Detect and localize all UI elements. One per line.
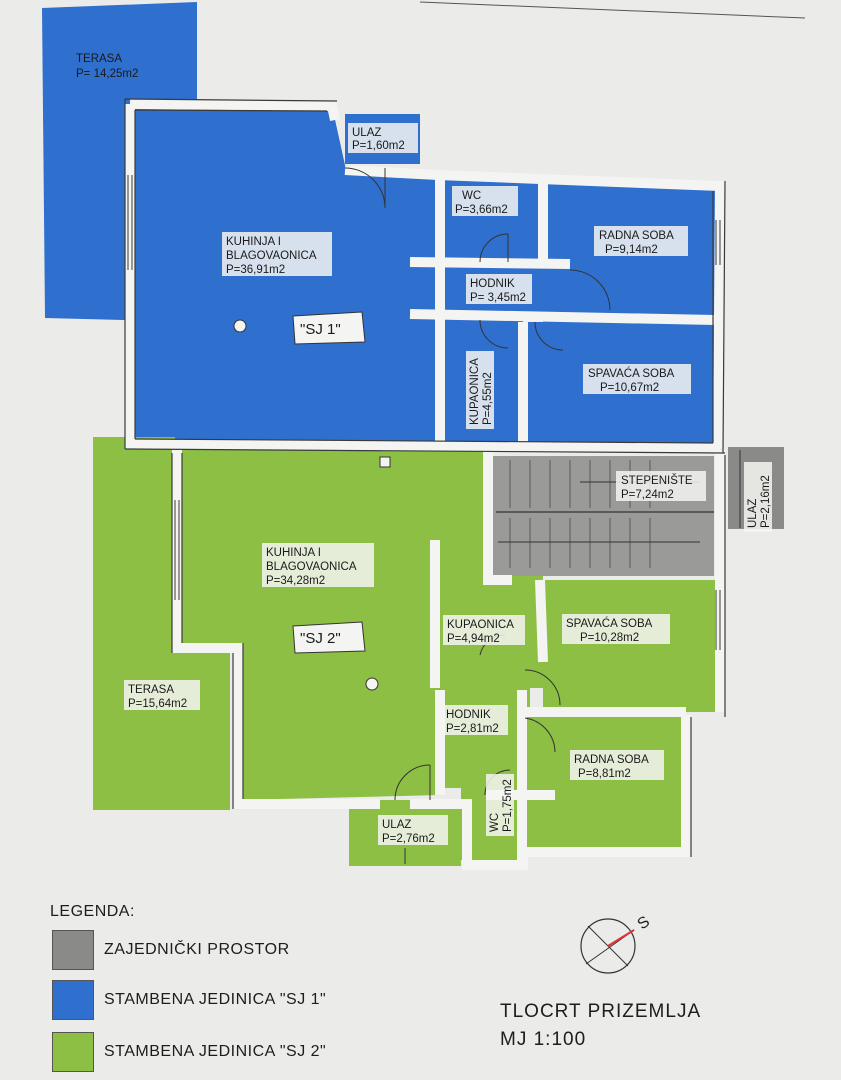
light-fixture-2 bbox=[365, 677, 379, 691]
sj1-wc-label: WC bbox=[462, 190, 481, 202]
legend-label-common: ZAJEDNIČKI PROSTOR bbox=[104, 941, 290, 958]
north-arrow-icon: S bbox=[580, 913, 653, 974]
wall-edges bbox=[124, 98, 726, 857]
sj2-kuhinja-label: KUHINJA I bbox=[266, 547, 321, 559]
legend-item-sj2: STAMBENA JEDINICA "SJ 2" bbox=[52, 1032, 326, 1072]
sj2-kuhinja-area-value: P=34,28m2 bbox=[266, 575, 325, 587]
sj1-hodnik-area-value: P= 3,45m2 bbox=[470, 292, 526, 304]
sj2-wc-area-value: P=1,75m2 bbox=[502, 779, 514, 832]
room-labels: TERASA P= 14,25m2 ULAZ P=1,60m2 KUHINJA … bbox=[76, 53, 772, 864]
common-areas bbox=[492, 447, 784, 576]
floor-plan: "SJ 1" "SJ 2" TERASA P= 14,25m2 ULAZ P=1… bbox=[42, 1, 806, 870]
sj1-tag-box: "SJ 1" bbox=[292, 311, 366, 345]
sj1-terasa-area-value: P= 14,25m2 bbox=[76, 68, 138, 80]
plan-scale: MJ 1:100 bbox=[500, 1029, 587, 1050]
sj1-kupaonica-label: KUPAONICA bbox=[469, 358, 481, 425]
sj1-ulaz-label: ULAZ bbox=[352, 127, 381, 139]
sj2-ulaz-label: ULAZ bbox=[382, 819, 411, 831]
light-fixture bbox=[233, 319, 247, 333]
sj2-radna-soba-area bbox=[528, 715, 681, 855]
legend-label-sj2: STAMBENA JEDINICA "SJ 2" bbox=[104, 1043, 327, 1060]
sj1-hodnik-label: HODNIK bbox=[470, 278, 515, 290]
sj2-terasa-area-value: P=15,64m2 bbox=[128, 698, 187, 710]
sj2-ulaz-area-value: P=2,76m2 bbox=[382, 833, 435, 845]
sj2-radna-soba-label: RADNA SOBA bbox=[574, 754, 649, 766]
sj2-hodnik-area bbox=[440, 688, 530, 788]
legend-label-sj1: STAMBENA JEDINICA "SJ 1" bbox=[104, 991, 327, 1008]
legend-item-sj1: STAMBENA JEDINICA "SJ 1" bbox=[52, 980, 326, 1020]
sj1-radna-soba-area-value: P=9,14m2 bbox=[605, 244, 658, 256]
walls bbox=[125, 99, 726, 870]
sj1-kupaonica-area-value: P=4,55m2 bbox=[482, 372, 494, 425]
sj1-tag: "SJ 1" bbox=[300, 321, 341, 338]
sj1-ulaz-area-value: P=1,60m2 bbox=[352, 140, 405, 152]
sj1-kuhinja-label: KUHINJA I bbox=[226, 236, 281, 248]
common-ulaz-label: ULAZ bbox=[747, 499, 759, 528]
legend-swatch-sj2 bbox=[52, 1032, 94, 1072]
sj2-spavaca-soba-label: SPAVAĆA SOBA bbox=[566, 617, 653, 630]
common-ulaz-area-value: P=2,16m2 bbox=[760, 475, 772, 528]
sj2-tag: "SJ 2" bbox=[300, 630, 341, 647]
sj2-hodnik-area-value: P=2,81m2 bbox=[446, 723, 499, 735]
legend-swatch-common bbox=[52, 930, 94, 970]
sj2-tag-box: "SJ 2" bbox=[292, 621, 366, 654]
legend-item-common: ZAJEDNIČKI PROSTOR bbox=[52, 930, 290, 970]
page-edge-line bbox=[419, 1, 806, 19]
sj2-spavaca-soba-area bbox=[543, 580, 718, 712]
sj1-spavaca-soba-area-value: P=10,67m2 bbox=[600, 382, 659, 394]
compass-letter: S bbox=[635, 913, 653, 933]
sj1-terasa-label: TERASA bbox=[76, 53, 122, 65]
windows bbox=[127, 175, 721, 650]
sj1-kuhinja-area-value: P=36,91m2 bbox=[226, 264, 285, 276]
sj2-terasa-label: TERASA bbox=[128, 684, 174, 696]
sj1-spavaca-soba-label: SPAVAĆA SOBA bbox=[588, 367, 675, 380]
sj2-spavaca-soba-area-value: P=10,28m2 bbox=[580, 632, 639, 644]
sj2-kuhinja-label-2: BLAGOVAONICA bbox=[266, 561, 357, 573]
sj2-kupaonica-label: KUPAONICA bbox=[447, 619, 514, 631]
sj1-radna-soba-label: RADNA SOBA bbox=[599, 230, 674, 242]
chimney bbox=[379, 456, 391, 468]
sj2-wc-label: WC bbox=[489, 813, 501, 832]
legend-title: LEGENDA: bbox=[50, 903, 135, 920]
sj2-radna-soba-area-value: P=8,81m2 bbox=[578, 768, 631, 780]
legend-swatch-sj1 bbox=[52, 980, 94, 1020]
title-block: TLOCRT PRIZEMLJA MJ 1:100 bbox=[500, 998, 701, 1054]
sj1-wc-area-value: P=3,66m2 bbox=[455, 204, 508, 216]
sj2-terasa-area bbox=[93, 437, 230, 810]
sj1-kuhinja-label-2: BLAGOVAONICA bbox=[226, 250, 317, 262]
stepeniste-area-value: P=7,24m2 bbox=[621, 489, 674, 501]
stepeniste-label: STEPENIŠTE bbox=[621, 474, 693, 487]
sj2-kupaonica-area-value: P=4,94m2 bbox=[447, 633, 500, 645]
plan-title: TLOCRT PRIZEMLJA bbox=[500, 1001, 702, 1022]
sj2-hodnik-label: HODNIK bbox=[446, 709, 491, 721]
